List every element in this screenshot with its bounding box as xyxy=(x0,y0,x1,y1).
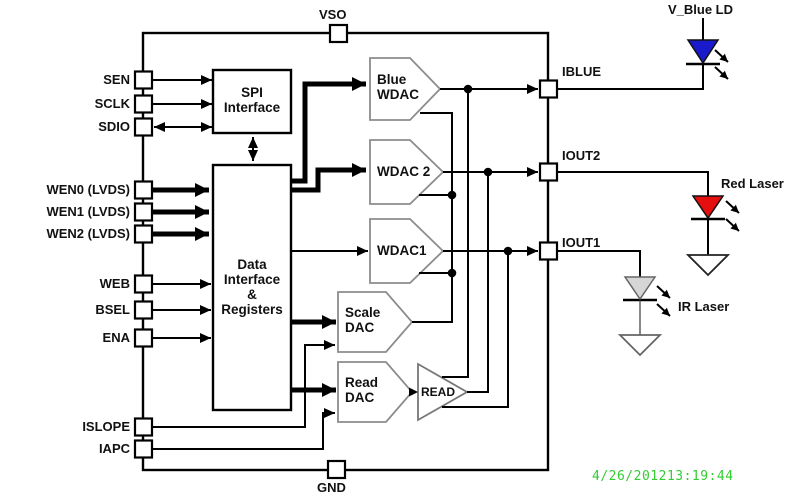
pin-bsel xyxy=(133,300,154,320)
spi-interface-block xyxy=(211,68,293,135)
read-amp-input-arrowhead xyxy=(409,387,418,397)
red-light-arrow-2 xyxy=(725,218,740,232)
wdac1-shape xyxy=(369,218,445,284)
read-dac-label: Read DAC xyxy=(345,375,379,405)
blue-light-arrow-1 xyxy=(714,49,729,63)
wire-iout1-to-diode xyxy=(557,250,641,277)
v-blue-ld-label: V_Blue LD xyxy=(668,2,734,17)
pin-label-gnd: GND xyxy=(317,480,346,495)
pin-sen xyxy=(133,70,154,90)
pin-label-web: WEB xyxy=(99,276,130,291)
pin-iout2 xyxy=(538,162,559,182)
pin-web xyxy=(133,274,154,294)
read-dac-shape xyxy=(337,361,414,423)
wire-sense-iout2 xyxy=(467,172,489,393)
blue-wdac-shape xyxy=(369,57,442,121)
pin-vso xyxy=(328,23,349,44)
ir-laser-label: IR Laser xyxy=(678,299,730,314)
data-interface-label: Data Interface & Registers xyxy=(221,257,283,317)
signal-wires xyxy=(152,75,538,450)
scale-dac-label: Scale DAC xyxy=(345,305,381,335)
pin-label-ena: ENA xyxy=(102,330,130,345)
red-laser-circuit xyxy=(557,171,740,277)
data-interface-block xyxy=(211,163,293,412)
scale-dac-shape xyxy=(337,291,414,353)
wire-sense-iblue xyxy=(442,89,469,378)
pin-iblue xyxy=(538,79,559,99)
wire-iblue-to-diode xyxy=(557,65,704,90)
timestamp: 4/26/201213:19:44 xyxy=(592,469,734,484)
pin-iapc xyxy=(133,439,154,459)
wire-iapc xyxy=(152,408,335,450)
pin-sclk xyxy=(133,94,154,114)
ir-light-arrow-2 xyxy=(656,303,671,317)
junction-dots xyxy=(447,84,513,278)
wire-scale-ref xyxy=(412,112,453,323)
pin-label-sclk: SCLK xyxy=(94,96,130,111)
spi-interface-label: SPI Interface xyxy=(223,85,281,115)
pin-label-wen2: WEN2 (LVDS) xyxy=(46,226,130,241)
ir-light-arrow-1 xyxy=(656,285,671,299)
ir-laser-circuit xyxy=(557,250,671,357)
pin-label-wen0: WEN0 (LVDS) xyxy=(46,182,130,197)
wdac1-label: WDAC1 xyxy=(377,243,427,258)
dac-blocks xyxy=(337,57,469,423)
pin-wen0 xyxy=(133,180,154,200)
pin-label-iout1: IOUT1 xyxy=(562,235,601,250)
pin-pads xyxy=(133,23,559,480)
pin-label-vso: VSO xyxy=(319,7,347,22)
ir-laser-diode xyxy=(623,276,657,301)
pin-label-iapc: IAPC xyxy=(98,441,130,456)
pin-label-wen1: WEN1 (LVDS) xyxy=(46,204,130,219)
red-laser-diode xyxy=(691,195,725,220)
bus-blue-wdac xyxy=(290,77,366,184)
pin-sdio xyxy=(133,117,154,137)
pin-ena xyxy=(133,328,154,348)
wdac2-label: WDAC 2 xyxy=(377,164,431,179)
pin-label-sdio: SDIO xyxy=(98,119,130,134)
bus-wdac2 xyxy=(290,163,366,193)
pin-label-sen: SEN xyxy=(103,72,130,87)
pin-islope xyxy=(133,417,154,437)
wire-iout2-to-diode xyxy=(557,171,709,196)
read-amp-label: READ xyxy=(421,385,456,399)
pin-label-islope: ISLOPE xyxy=(82,419,130,434)
blue-wdac-label: Blue WDAC xyxy=(377,72,419,102)
blue-light-arrow-2 xyxy=(714,66,729,80)
wire-sense-iout1 xyxy=(442,251,509,408)
pin-label-iblue: IBLUE xyxy=(562,64,601,79)
pin-wen1 xyxy=(133,202,154,222)
wdac2-shape xyxy=(369,139,445,205)
red-laser-label: Red Laser xyxy=(721,176,784,191)
pin-gnd xyxy=(326,459,347,480)
blue-laser-diode xyxy=(686,39,720,65)
pin-label-bsel: BSEL xyxy=(95,302,130,317)
pin-iout1 xyxy=(538,241,559,261)
ir-laser-ground-symbol xyxy=(617,334,663,357)
bus-wires xyxy=(152,77,366,397)
wire-islope xyxy=(152,340,335,428)
pin-wen2 xyxy=(133,224,154,244)
red-light-arrow-1 xyxy=(725,200,740,214)
pin-label-iout2: IOUT2 xyxy=(562,148,601,163)
red-laser-ground-symbol xyxy=(685,254,731,277)
